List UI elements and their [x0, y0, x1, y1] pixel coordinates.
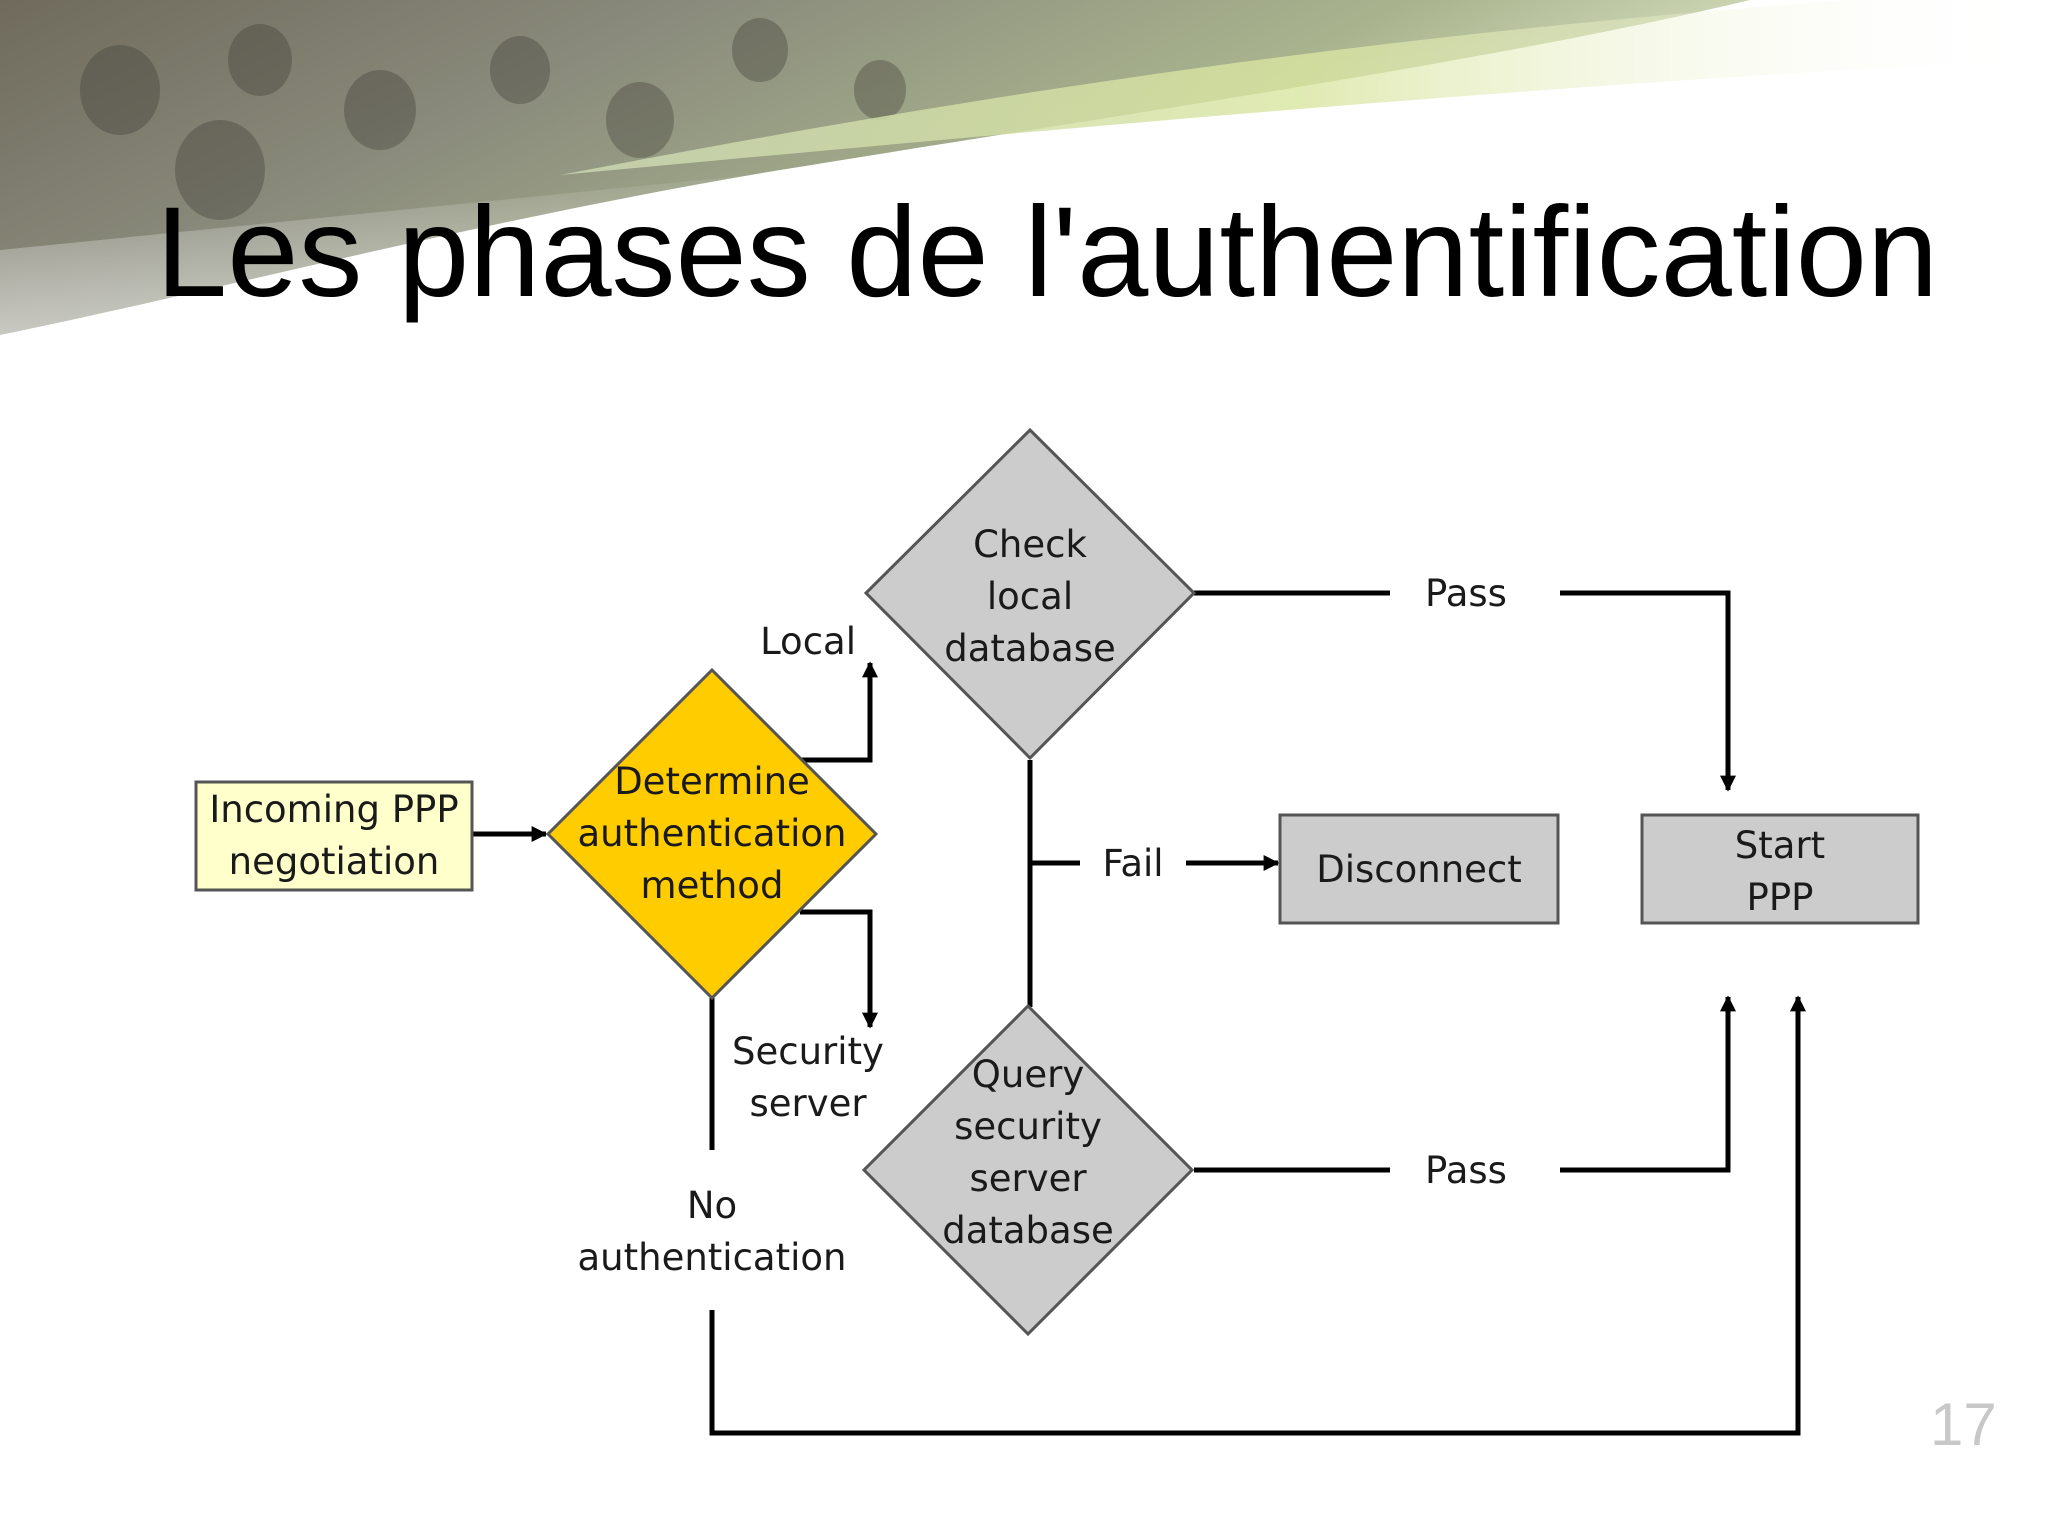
security-label-line-1: Security — [732, 1030, 884, 1073]
determine-line-2: authentication — [578, 812, 847, 855]
query-line-3: server — [969, 1157, 1087, 1200]
check-line-1: Check — [973, 523, 1087, 566]
page-number: 17 — [1930, 1391, 1997, 1458]
check-line-2: local — [987, 575, 1073, 618]
query-line-4: database — [942, 1209, 1114, 1252]
security-label-line-2: server — [749, 1082, 867, 1125]
query-line-2: security — [954, 1105, 1102, 1148]
arrow-no-auth — [709, 995, 1807, 1436]
check-line-3: database — [944, 627, 1116, 670]
arrow-pass-top — [1560, 590, 1737, 792]
pass-top-label: Pass — [1425, 572, 1507, 615]
arrow-pass-bottom — [1560, 995, 1737, 1173]
no-auth-label-line-1: No — [687, 1184, 737, 1227]
arrow-security-server — [800, 909, 879, 1029]
determine-line-3: method — [641, 864, 784, 907]
arrow-local — [800, 661, 879, 763]
incoming-ppp-box: Incoming PPP negotiation — [194, 780, 474, 892]
start-ppp-box: Start PPP — [1640, 813, 1920, 925]
check-local-database-diamond: Check local database — [863, 427, 1197, 761]
determine-method-diamond: Determine authentication method — [545, 667, 879, 1001]
slide-title: Les phases de l'authentification — [156, 181, 1939, 324]
disconnect-box: Disconnect — [1278, 813, 1560, 925]
query-security-server-diamond: Query security server database — [861, 1003, 1195, 1337]
incoming-line-1: Incoming PPP — [209, 788, 458, 831]
determine-line-1: Determine — [614, 760, 810, 803]
pass-bottom-label: Pass — [1425, 1149, 1507, 1192]
start-line-1: Start — [1735, 824, 1825, 867]
fail-label: Fail — [1102, 842, 1163, 885]
local-label: Local — [760, 620, 856, 663]
disconnect-label: Disconnect — [1316, 848, 1522, 891]
connectors — [472, 590, 1807, 1436]
green-swoosh — [560, 0, 2048, 175]
incoming-line-2: negotiation — [229, 840, 440, 883]
start-line-2: PPP — [1747, 876, 1814, 919]
no-auth-label-line-2: authentication — [578, 1236, 847, 1279]
query-line-1: Query — [972, 1053, 1084, 1096]
